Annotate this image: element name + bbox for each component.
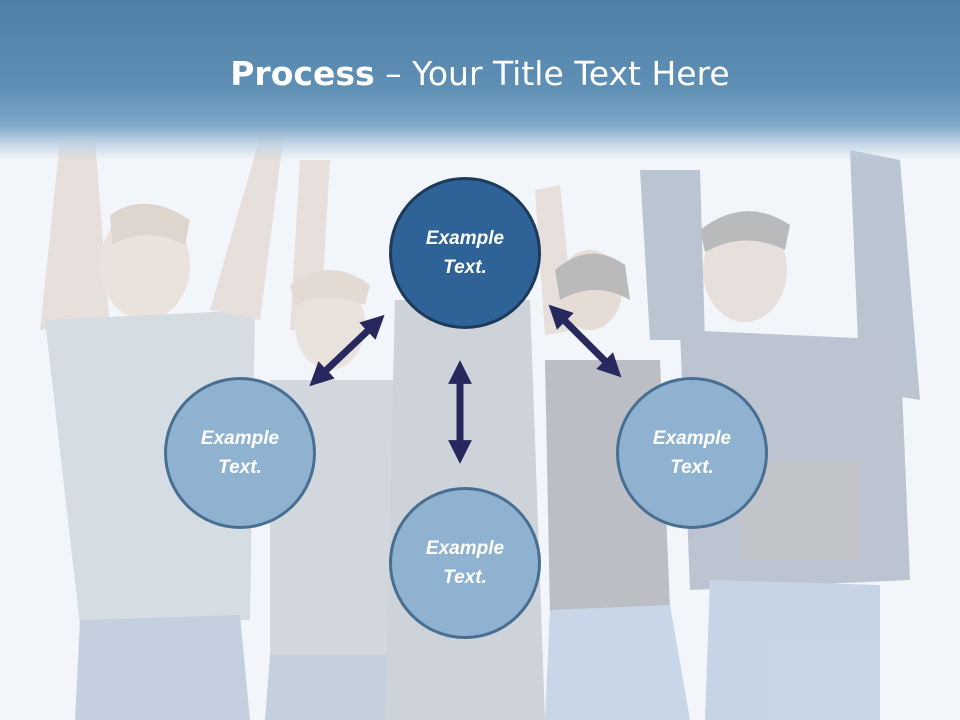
circle-right-label: Example Text. [652, 428, 732, 478]
arrow-left-diagonal [309, 314, 385, 387]
process-circle-left[interactable]: Example Text. [164, 377, 316, 529]
title-bold: Process [230, 54, 375, 93]
process-circle-bottom[interactable]: Example Text. [389, 487, 541, 639]
slide-title: Process – Your Title Text Here [0, 52, 960, 96]
process-circle-right[interactable]: Example Text. [616, 377, 768, 529]
title-rest: – Your Title Text Here [374, 54, 730, 93]
circle-left-label: Example Text. [200, 428, 280, 478]
title-band [0, 0, 960, 160]
circle-top-label: Example Text. [425, 228, 505, 278]
circle-bottom-label: Example Text. [425, 538, 505, 588]
process-circle-top[interactable]: Example Text. [389, 177, 541, 329]
arrow-right-diagonal [548, 304, 622, 378]
